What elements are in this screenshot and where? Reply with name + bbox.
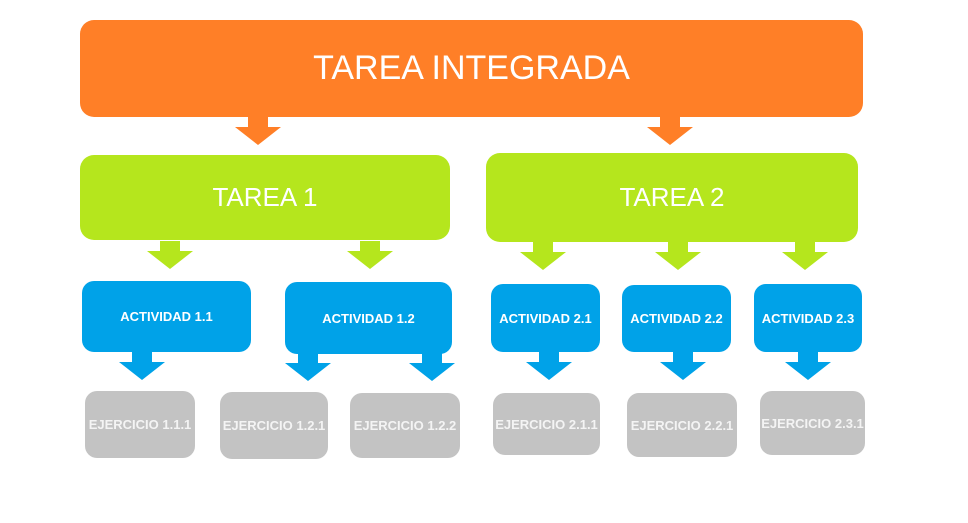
arrow-down-icon (785, 352, 831, 380)
arrow-down-icon (782, 242, 828, 270)
node-ejercicio-1-2-2: EJERCICIO 1.2.2 (350, 393, 460, 458)
node-ejercicio-1-1-1: EJERCICIO 1.1.1 (85, 391, 195, 458)
arrow-down-icon (520, 242, 566, 270)
node-actividad-2-1: ACTIVIDAD 2.1 (491, 284, 600, 352)
arrow-down-icon (409, 353, 455, 381)
node-ejercicio-1-2-1: EJERCICIO 1.2.1 (220, 392, 328, 459)
node-actividad-1-1: ACTIVIDAD 1.1 (82, 281, 251, 352)
node-ejercicio-2-2-1: EJERCICIO 2.2.1 (627, 393, 737, 457)
arrow-down-icon (235, 117, 281, 145)
arrow-down-icon (119, 352, 165, 380)
node-ejercicio-2-1-1: EJERCICIO 2.1.1 (493, 393, 600, 455)
arrow-down-icon (147, 241, 193, 269)
arrow-down-icon (655, 242, 701, 270)
node-actividad-2-3: ACTIVIDAD 2.3 (754, 284, 862, 352)
node-tarea-1: TAREA 1 (80, 155, 450, 240)
node-ejercicio-2-3-1: EJERCICIO 2.3.1 (760, 391, 865, 455)
node-tarea-2: TAREA 2 (486, 153, 858, 242)
arrow-down-icon (347, 241, 393, 269)
arrow-down-icon (647, 117, 693, 145)
arrow-down-icon (285, 353, 331, 381)
node-actividad-1-2: ACTIVIDAD 1.2 (285, 282, 452, 354)
arrow-down-icon (526, 352, 572, 380)
arrow-down-icon (660, 352, 706, 380)
node-actividad-2-2: ACTIVIDAD 2.2 (622, 285, 731, 352)
root-node-tarea-integrada: TAREA INTEGRADA (80, 20, 863, 117)
